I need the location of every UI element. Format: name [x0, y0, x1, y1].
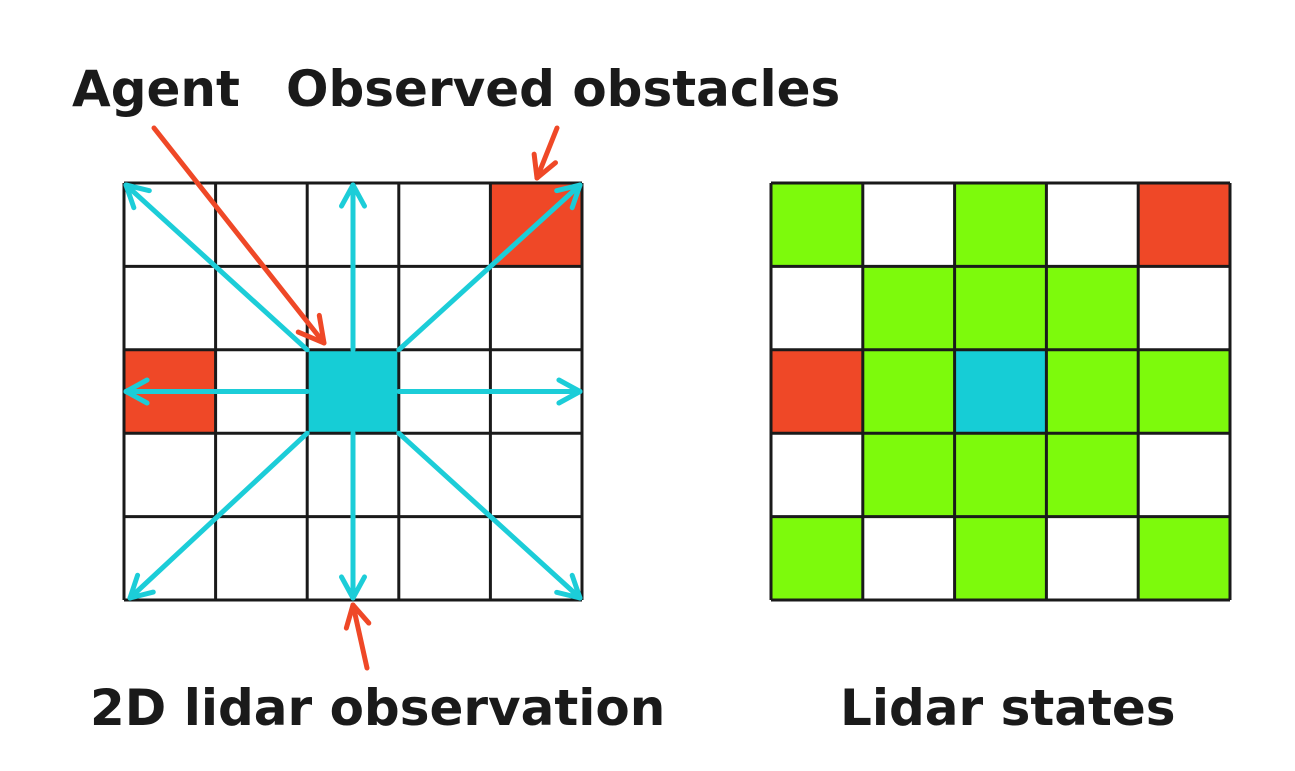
right-cell-obstacle	[771, 349, 863, 434]
right-cell-free	[954, 183, 1047, 267]
lidar-ray-e-head	[556, 377, 583, 406]
lidar-ray-sw-head	[127, 572, 156, 601]
right-cell-free	[862, 349, 955, 434]
right-cell-free	[1138, 349, 1230, 434]
right-cell-free	[771, 183, 863, 267]
lidar-ray-ne-head	[554, 182, 583, 211]
lidar-ray-ne-shaft	[396, 182, 583, 353]
left-cell-agent	[307, 349, 399, 434]
right-cell-free	[954, 266, 1047, 350]
agent-pointer-arrow-shaft	[151, 125, 327, 346]
right-cell-free	[771, 516, 863, 600]
right-cell-obstacle	[1138, 183, 1230, 267]
right-cell-free	[1046, 433, 1139, 517]
obstacle-pointer-arrow-shaft	[534, 125, 560, 181]
observed-obstacles-label: Observed obstacles	[286, 60, 841, 118]
lidar-ray-s-head	[338, 574, 368, 601]
lidar-rays	[123, 182, 583, 601]
lidar-ray-nw-shaft	[123, 182, 310, 353]
agent-pointer-arrow-head	[295, 312, 327, 346]
pointer-arrows	[151, 125, 560, 671]
obstacle-pointer-arrow-head	[531, 151, 559, 181]
lidar-ray-se-shaft	[396, 430, 583, 601]
lidar-ray-w-head	[123, 377, 150, 406]
right-cell-free	[1138, 516, 1230, 600]
right-cell-free	[1046, 266, 1139, 350]
right-grid-lines	[769, 181, 1232, 602]
agent-label: Agent	[72, 60, 240, 118]
lidar-ray-sw-shaft	[127, 430, 310, 601]
observation-pointer-arrow-shaft	[350, 602, 370, 671]
lidar-observation-label: 2D lidar observation	[90, 679, 666, 737]
observation-pointer-arrow-head	[343, 602, 372, 631]
right-cell-free	[862, 266, 955, 350]
right-cell-free	[954, 433, 1047, 517]
lidar-ray-se-head	[554, 572, 583, 601]
right-grid-cells	[771, 183, 1230, 600]
right-cell-free	[862, 433, 955, 517]
right-cell-free	[1046, 349, 1139, 434]
lidar-states-label: Lidar states	[840, 679, 1176, 737]
lidar-ray-nw-head	[123, 182, 152, 211]
right-cell-free	[954, 516, 1047, 600]
right-cell-agent	[954, 349, 1047, 434]
lidar-ray-n-head	[338, 182, 368, 209]
